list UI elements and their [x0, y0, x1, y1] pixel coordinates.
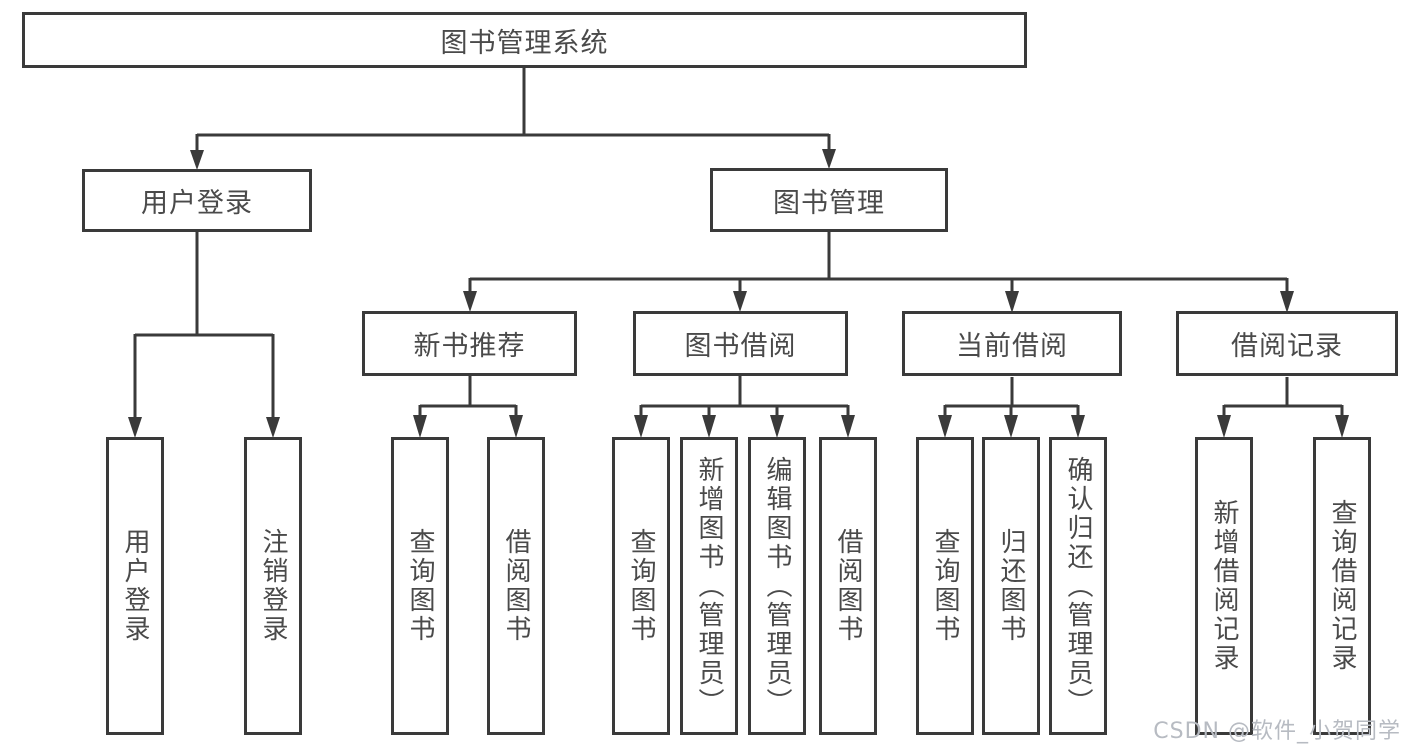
leaf-query-books-current: 查询图书 [916, 437, 974, 735]
leaf-user-login: 用户登录 [106, 437, 164, 735]
leaf-borrow-books-recommend: 借阅图书 [487, 437, 545, 735]
leaf-query-borrow-record-label: 查询借阅记录 [1327, 499, 1357, 673]
leaf-query-books-current-label: 查询图书 [930, 528, 960, 644]
node-borrow-record: 借阅记录 [1176, 311, 1398, 376]
leaf-borrow-books-recommend-label: 借阅图书 [501, 528, 531, 644]
leaf-edit-books-admin-label: 编辑图书（管理员） [762, 455, 792, 717]
node-book-borrow-label: 图书借阅 [684, 331, 797, 362]
leaf-logout-label: 注销登录 [258, 528, 288, 644]
node-new-book-recommend: 新书推荐 [362, 311, 577, 376]
leaf-borrow-books: 借阅图书 [819, 437, 877, 735]
leaf-add-books-admin-label: 新增图书（管理员） [694, 455, 724, 717]
node-new-book-recommend-label: 新书推荐 [413, 331, 526, 362]
node-user-login: 用户登录 [82, 169, 312, 232]
leaf-edit-books-admin: 编辑图书（管理员） [748, 437, 806, 735]
leaf-add-books-admin: 新增图书（管理员） [680, 437, 738, 735]
node-borrow-record-label: 借阅记录 [1231, 331, 1343, 362]
leaf-query-books-borrow: 查询图书 [612, 437, 670, 735]
node-user-login-label: 用户登录 [141, 188, 253, 219]
leaf-add-borrow-record: 新增借阅记录 [1195, 437, 1253, 735]
leaf-return-books: 归还图书 [982, 437, 1040, 735]
leaf-query-books-recommend: 查询图书 [391, 437, 449, 735]
leaf-confirm-return-admin: 确认归还（管理员） [1049, 437, 1107, 735]
node-current-borrow: 当前借阅 [902, 311, 1122, 376]
leaf-logout: 注销登录 [244, 437, 302, 735]
leaf-borrow-books-label: 借阅图书 [833, 528, 863, 644]
csdn-watermark: CSDN @软件_小贺同学 [1153, 719, 1401, 744]
node-book-management: 图书管理 [710, 168, 948, 232]
leaf-query-books-recommend-label: 查询图书 [405, 528, 435, 644]
node-book-borrow: 图书借阅 [633, 311, 848, 376]
node-root-label: 图书管理系统 [440, 27, 609, 59]
leaf-confirm-return-admin-label: 确认归还（管理员） [1063, 455, 1093, 717]
node-root-system: 图书管理系统 [22, 12, 1027, 68]
leaf-query-books-borrow-label: 查询图书 [626, 528, 656, 644]
leaf-return-books-label: 归还图书 [996, 528, 1026, 644]
node-current-borrow-label: 当前借阅 [956, 331, 1068, 362]
node-book-management-label: 图书管理 [773, 187, 885, 219]
leaf-add-borrow-record-label: 新增借阅记录 [1209, 499, 1239, 673]
leaf-user-login-label: 用户登录 [120, 528, 150, 644]
leaf-query-borrow-record: 查询借阅记录 [1313, 437, 1371, 735]
